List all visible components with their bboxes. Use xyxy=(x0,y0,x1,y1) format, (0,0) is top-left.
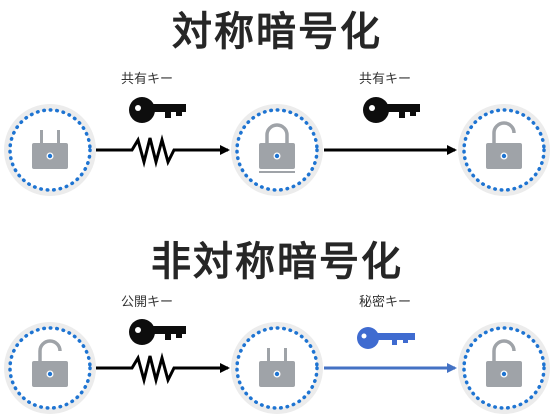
asymmetric-decrypted-node xyxy=(458,322,550,414)
shared-key-icon xyxy=(363,97,420,123)
asymmetric-encrypted-node xyxy=(231,322,323,414)
symmetric-encrypted-node xyxy=(231,104,323,196)
asymmetric-public-key-label: 公開キー xyxy=(121,295,174,310)
closed-lock-icon xyxy=(259,123,295,173)
asymmetric-encrypt-arrow xyxy=(96,352,230,386)
asymmetric-title: 非対称暗号化 xyxy=(151,239,403,285)
private-key-icon xyxy=(357,327,415,349)
shared-key-icon xyxy=(129,97,186,123)
asymmetric-private-key-label: 秘密キー xyxy=(359,295,412,310)
public-key-icon xyxy=(129,319,186,345)
open-lock-icon xyxy=(486,121,522,169)
symmetric-shared-key-label-2: 共有キー xyxy=(359,72,412,87)
symmetric-decrypted-node xyxy=(458,104,550,196)
lock-icon xyxy=(32,130,68,169)
lock-icon xyxy=(259,348,295,387)
symmetric-shared-key-label-1: 共有キー xyxy=(121,72,174,87)
symmetric-plaintext-node xyxy=(4,104,96,196)
asymmetric-plaintext-node xyxy=(4,322,96,414)
symmetric-title: 対称暗号化 xyxy=(172,9,382,55)
open-lock-icon xyxy=(32,339,68,387)
open-lock-icon xyxy=(486,339,522,387)
symmetric-encrypt-arrow xyxy=(96,134,230,168)
